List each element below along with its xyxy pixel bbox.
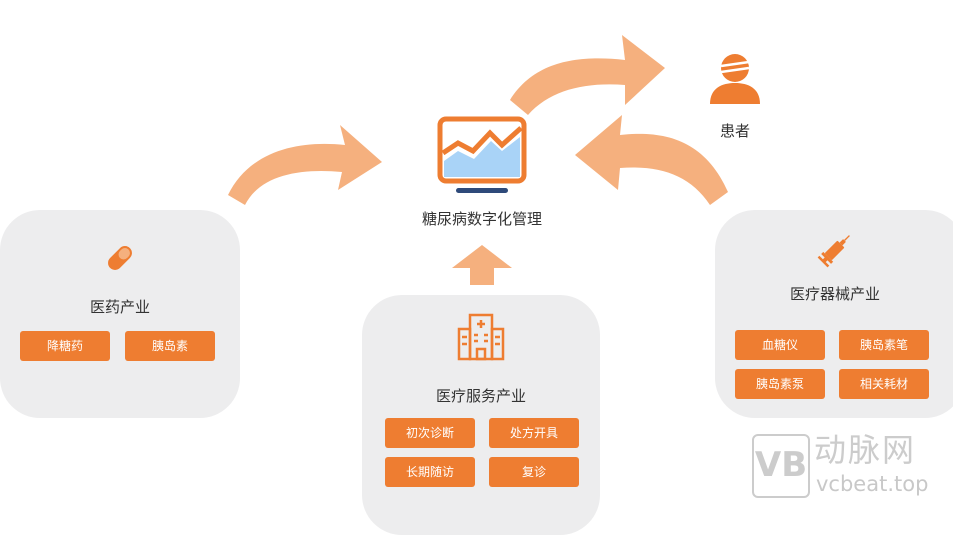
center-label: 糖尿病数字化管理	[421, 210, 542, 228]
medical-devices-panel: 医疗器械产业 血糖仪 胰岛素笔 胰岛素泵 相关耗材	[715, 210, 953, 418]
medical-services-panel: 医疗服务产业 初次诊断 处方开具 长期随访 复诊	[362, 295, 600, 535]
flow-arrows	[228, 35, 728, 285]
services-item: 初次诊断	[385, 418, 475, 448]
arrow-center-to-patient	[510, 35, 665, 115]
arrow-devices-to-center	[575, 115, 728, 205]
syringe-icon	[817, 235, 850, 268]
arrow-pharma-to-center	[228, 125, 382, 205]
devices-item: 胰岛素笔	[839, 330, 929, 360]
watermark-site: vcbeat.top	[816, 472, 929, 496]
watermark-brand: 动脉网	[814, 431, 917, 469]
pharma-industry-panel: 医药产业 降糖药 胰岛素	[0, 210, 240, 418]
watermark: VB 动脉网 vcbeat.top	[752, 431, 952, 498]
patient-label: 患者	[719, 122, 750, 140]
arrow-services-to-center	[452, 245, 512, 285]
watermark-logo: VB	[752, 434, 810, 498]
capsule-icon	[108, 246, 132, 270]
pharma-item: 降糖药	[20, 331, 110, 361]
devices-title: 医疗器械产业	[789, 285, 880, 303]
pharma-title: 医药产业	[89, 298, 150, 316]
pharma-item: 胰岛素	[125, 331, 215, 361]
patient-icon	[710, 54, 760, 104]
services-title: 医疗服务产业	[435, 387, 526, 405]
devices-item: 相关耗材	[839, 369, 929, 399]
devices-item: 血糖仪	[735, 330, 825, 360]
devices-item: 胰岛素泵	[735, 369, 825, 399]
services-item: 长期随访	[385, 457, 475, 487]
chart-monitor-icon	[437, 116, 527, 193]
services-item: 复诊	[489, 457, 579, 487]
services-item: 处方开具	[489, 418, 579, 448]
hospital-icon	[457, 313, 505, 361]
